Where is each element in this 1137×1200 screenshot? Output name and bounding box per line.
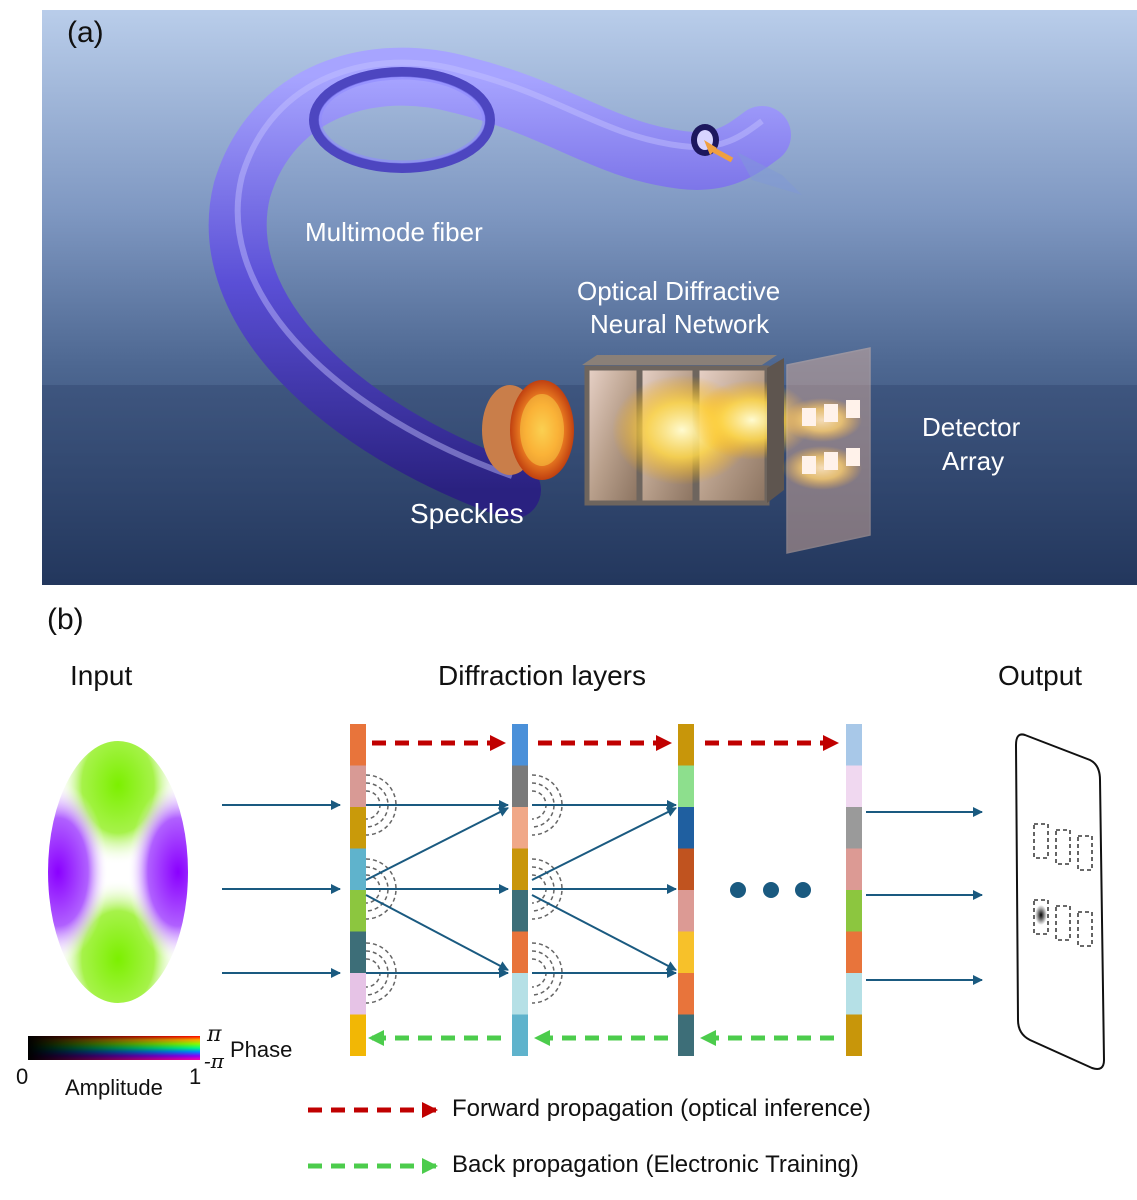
layer-2-pixel — [512, 848, 528, 890]
amp-min-label: 0 — [16, 1064, 29, 1089]
layer-1-pixel — [350, 724, 366, 766]
legend-back-text: Back propagation (Electronic Training) — [452, 1151, 859, 1178]
more-layers-ellipsis — [730, 882, 811, 898]
wavelet-arc — [531, 782, 555, 828]
layer-4-pixel — [846, 724, 862, 766]
wavelet-arc — [365, 866, 389, 912]
layer-4-pixel — [846, 890, 862, 932]
layer-1-pixel — [350, 931, 366, 973]
layer-1-pixel — [350, 807, 366, 849]
layer-3-pixel — [678, 765, 694, 807]
layer-3-pixel — [678, 931, 694, 973]
focused-output-spot — [1035, 905, 1047, 925]
layer-4-pixel — [846, 1014, 862, 1056]
phase-amplitude-colorbar — [28, 1036, 200, 1060]
layer-4-pixel — [846, 807, 862, 849]
layer-2-pixel — [512, 807, 528, 849]
layer-1-pixel — [350, 765, 366, 807]
layer-3-pixel — [678, 848, 694, 890]
odnn-cube — [582, 355, 812, 506]
input-title: Input — [70, 660, 133, 691]
odnn-label-line1: Optical Diffractive — [577, 276, 781, 306]
layer-4-pixel — [846, 973, 862, 1015]
layer-2-pixel — [512, 973, 528, 1015]
speckles-label: Speckles — [410, 498, 524, 529]
phase-top-label: π — [207, 1022, 222, 1047]
output-title: Output — [998, 660, 1083, 691]
layers-title: Diffraction layers — [438, 660, 647, 691]
layer-2-pixel — [512, 1014, 528, 1056]
propagation-rays — [365, 800, 983, 985]
detector-label-line2: Array — [942, 446, 1005, 476]
layer-4-pixel — [846, 848, 862, 890]
phase-label: Phase — [230, 1037, 293, 1062]
layer-2-pixel — [512, 765, 528, 807]
layer-3-pixel — [678, 724, 694, 766]
input-mode-pattern — [48, 741, 188, 1003]
wavelet-arc — [365, 782, 389, 828]
panel-a-label: (a) — [67, 16, 104, 49]
layer-1-pixel — [350, 1014, 366, 1056]
panel-b-label: (b) — [47, 603, 84, 636]
detector-label-line1: Detector — [922, 412, 1021, 442]
fiber-label: Multimode fiber — [305, 217, 483, 247]
layer-2-pixel — [512, 890, 528, 932]
layer-4-pixel — [846, 931, 862, 973]
layer-3-pixel — [678, 973, 694, 1015]
layer-3-pixel — [678, 1014, 694, 1056]
layer-4-pixel — [846, 765, 862, 807]
wavelet-arc — [531, 866, 555, 912]
legend-forward-text: Forward propagation (optical inference) — [452, 1095, 871, 1122]
panel-a-illustration — [42, 10, 1137, 585]
amplitude-label: Amplitude — [65, 1075, 163, 1100]
odnn-label-line2: Neural Network — [590, 309, 770, 339]
layer-3-pixel — [678, 890, 694, 932]
layer-1-pixel — [350, 973, 366, 1015]
layer-1-pixel — [350, 890, 366, 932]
layer-2-pixel — [512, 724, 528, 766]
detector-array — [786, 347, 871, 554]
phase-bottom-label: -π — [204, 1049, 224, 1073]
wavelet-arc — [365, 950, 389, 996]
diffraction-layers — [350, 724, 862, 1056]
panel-b-diagram — [28, 724, 1106, 1174]
layer-2-pixel — [512, 931, 528, 973]
layer-1-pixel — [350, 848, 366, 890]
layer-3-pixel — [678, 807, 694, 849]
output-detector-plane — [1014, 733, 1106, 1070]
amp-max-label: 1 — [189, 1064, 202, 1089]
wavelet-arc — [531, 950, 555, 996]
